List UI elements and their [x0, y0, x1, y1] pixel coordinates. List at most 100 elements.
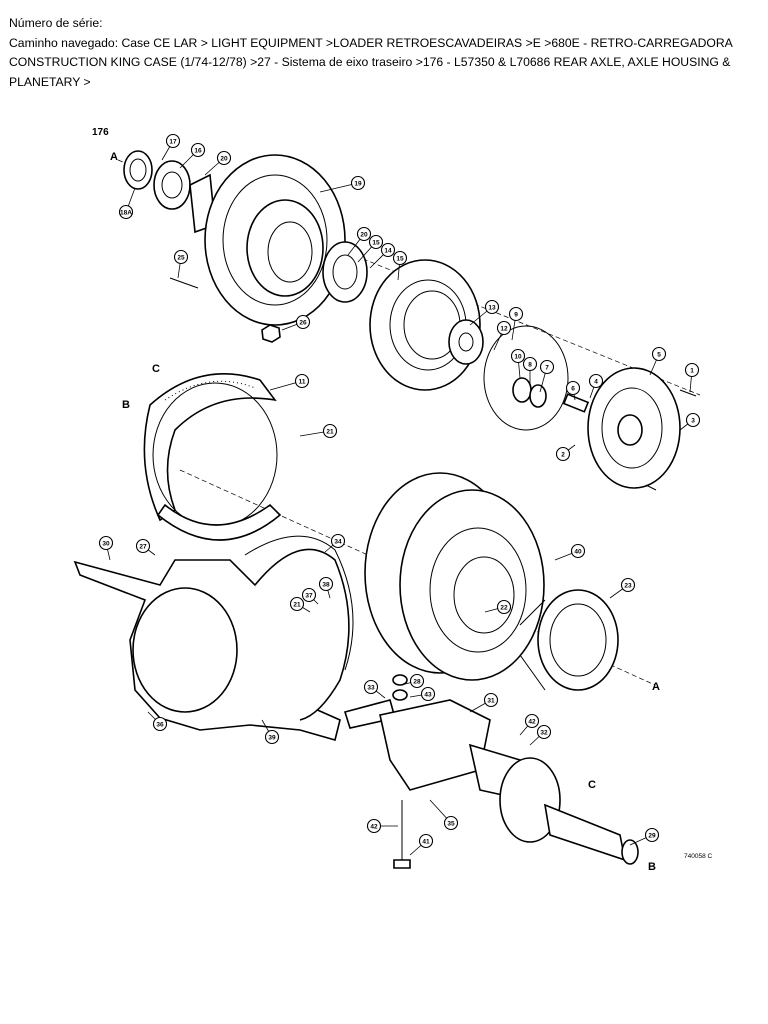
callout-26: 26	[281, 314, 311, 331]
callout-bubble	[620, 577, 636, 593]
ref-letter-c-left: C	[152, 363, 160, 375]
callout-number: 9	[514, 311, 518, 318]
callout-bubble	[356, 226, 372, 242]
callout-15: 15	[392, 250, 408, 281]
ref-letter-a-right: A	[652, 681, 660, 693]
callout-10: 10	[510, 348, 526, 379]
callout-bubble	[216, 150, 232, 166]
callout-number: 3	[691, 417, 695, 424]
reference-letters: A B C A C B	[110, 151, 660, 873]
callout-bubble	[190, 142, 206, 158]
bearing-cone-part	[123, 150, 191, 210]
callout-22: 22	[484, 599, 512, 615]
callout-bubble	[98, 535, 114, 551]
ref-letter-c-right: C	[588, 779, 596, 791]
callout-number: 1	[690, 367, 694, 374]
callout-bubble	[555, 446, 571, 462]
callout-bubble	[508, 306, 524, 322]
callout-15: 15	[357, 234, 384, 263]
planet-gear-part	[448, 319, 484, 365]
callout-30: 30	[98, 535, 114, 561]
callout-number: 31	[487, 697, 495, 704]
callout-34: 34	[324, 533, 346, 553]
callout-number: 42	[528, 718, 536, 725]
callout-5: 5	[649, 346, 667, 376]
callout-number: 2	[561, 451, 565, 458]
callout-28: 28	[404, 673, 425, 689]
callout-number: 25	[177, 254, 185, 261]
callout-number: 11	[299, 378, 306, 385]
callout-bubble	[510, 348, 526, 364]
callout-43: 43	[409, 686, 436, 702]
drum-seal-part	[519, 589, 619, 691]
callout-bubble	[522, 356, 538, 372]
figure-number: 176	[92, 127, 109, 138]
bolts-part	[169, 277, 697, 491]
callout-bubble	[443, 815, 459, 831]
callout-bubble	[496, 320, 512, 336]
callout-number: 26	[299, 319, 307, 326]
callout-number: 5	[657, 351, 661, 358]
callout-39: 39	[261, 719, 280, 745]
callout-9: 9	[508, 306, 524, 341]
callout-32: 32	[529, 724, 552, 746]
callout-6: 6	[565, 380, 581, 401]
callout-bubble	[366, 818, 382, 834]
callout-number: 35	[447, 820, 455, 827]
callout-bubble	[152, 716, 168, 732]
callout-21: 21	[299, 423, 338, 439]
callout-4: 4	[588, 373, 604, 399]
callout-number: 4	[594, 378, 598, 385]
callout-33: 33	[363, 679, 386, 699]
callout-number: 21	[293, 601, 301, 608]
callout-bubble	[409, 673, 425, 689]
callout-bubble	[484, 299, 500, 315]
callout-bubble	[301, 587, 317, 603]
callout-31: 31	[469, 692, 499, 713]
gasket-part	[244, 535, 354, 671]
stud-bolt-part	[392, 674, 411, 869]
callout-number: 29	[648, 832, 656, 839]
callout-38: 38	[318, 576, 334, 599]
callout-number: 8	[528, 361, 532, 368]
callout-number: 6	[571, 385, 575, 392]
callout-20: 20	[204, 150, 232, 176]
callout-number: 30	[102, 540, 110, 547]
callout-23: 23	[609, 577, 636, 599]
ref-letter-b-right: B	[648, 861, 656, 873]
planetary-carrier-part	[587, 367, 681, 489]
callout-number: 13	[488, 304, 496, 311]
callout-17: 17	[161, 133, 181, 161]
callout-bubble	[644, 827, 660, 843]
callout-bubble	[524, 713, 540, 729]
planet-shaft-part	[512, 377, 590, 413]
axle-housing-part	[73, 548, 350, 741]
callout-3: 3	[679, 412, 701, 431]
ref-letter-b-left: B	[122, 399, 130, 411]
callout-11: 11	[269, 373, 310, 391]
callout-number: 37	[305, 592, 313, 599]
callout-bubble	[363, 679, 379, 695]
callout-bubble	[483, 692, 499, 708]
callout-bubble	[165, 133, 181, 149]
wheel-hub-part	[189, 154, 346, 326]
callout-bubble	[295, 314, 311, 330]
callout-bubble	[135, 538, 151, 554]
callout-12: 12	[493, 320, 512, 351]
callout-bubble	[420, 686, 436, 702]
brake-drum-part	[364, 472, 545, 681]
callout-bubble	[350, 175, 366, 191]
callout-bubble	[496, 599, 512, 615]
callout-8: 8	[522, 356, 538, 385]
navigation-path: Caminho navegado: Case CE LAR > LIGHT EQ…	[9, 35, 733, 89]
callout-number: 27	[139, 543, 147, 550]
callout-35: 35	[429, 799, 459, 831]
brake-shoe-part	[143, 373, 282, 541]
callout-42: 42	[366, 818, 398, 834]
callout-number: 12	[500, 325, 508, 332]
callout-number: 20	[220, 155, 228, 162]
callout-number: 33	[367, 684, 375, 691]
callout-bubble	[536, 724, 552, 740]
callout-29: 29	[629, 827, 660, 846]
callout-bubble	[118, 204, 134, 220]
